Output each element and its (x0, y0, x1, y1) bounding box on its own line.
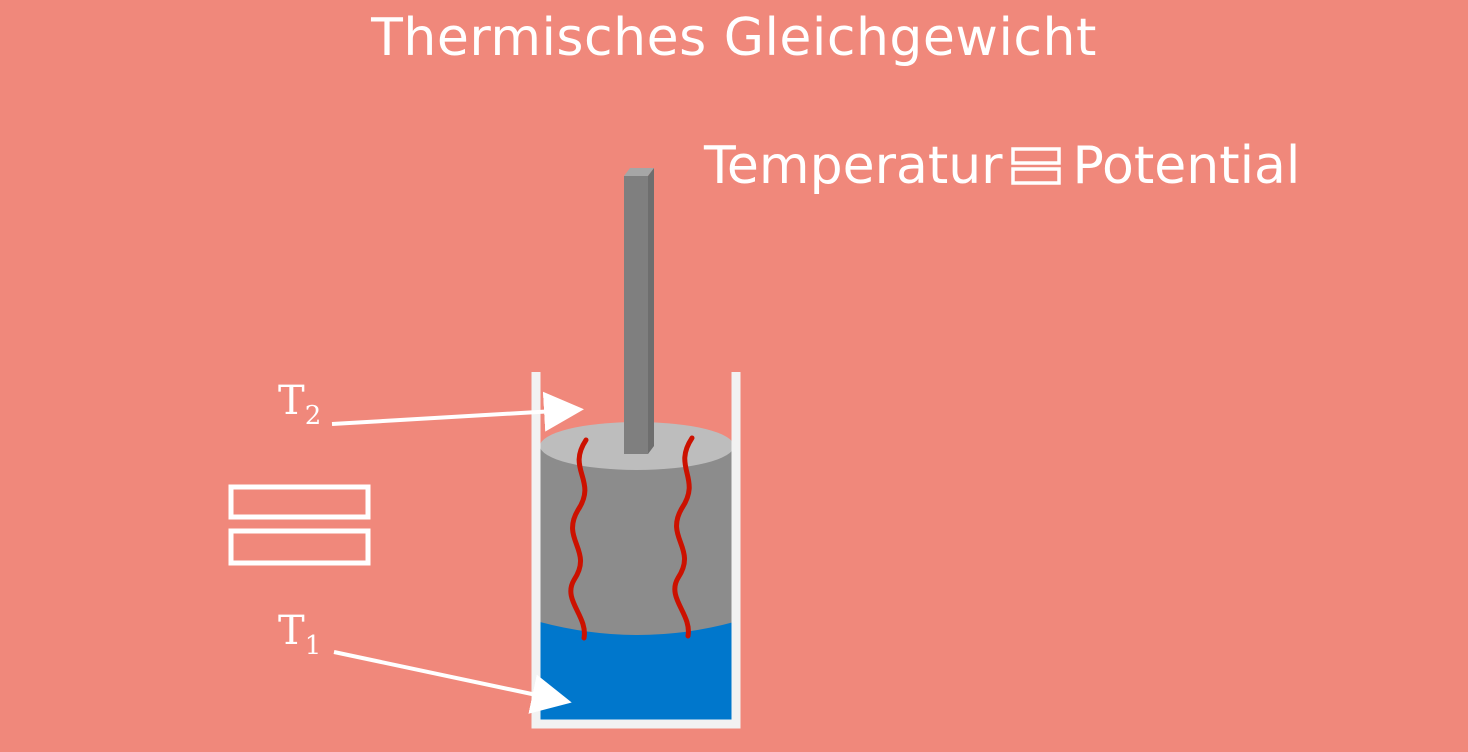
page-title: Thermisches Gleichgewicht (371, 8, 1097, 68)
statement-left: Temperatur (704, 136, 1003, 196)
equals-icon-large (228, 484, 371, 566)
rod-top (624, 168, 654, 176)
arrow-t2 (331, 391, 584, 432)
label-t2-base: T (278, 378, 305, 424)
statement-right: Potential (1072, 136, 1301, 196)
label-t1: T1 (278, 608, 321, 661)
heat-line-right (672, 435, 695, 639)
water (538, 622, 734, 720)
rod-side (648, 168, 654, 454)
rod (624, 176, 648, 454)
cylinder-body (540, 446, 734, 635)
container (531, 372, 741, 729)
heat-line-left (568, 437, 589, 641)
label-t1-base: T (278, 608, 305, 654)
equals-icon (1010, 138, 1061, 198)
arrow-t1 (333, 650, 572, 714)
label-t1-sub: 1 (304, 631, 322, 661)
temperature-potential-statement: Temperatur Potential (704, 136, 1300, 196)
label-t2: T2 (278, 378, 321, 431)
label-t2-sub: 2 (304, 401, 322, 431)
